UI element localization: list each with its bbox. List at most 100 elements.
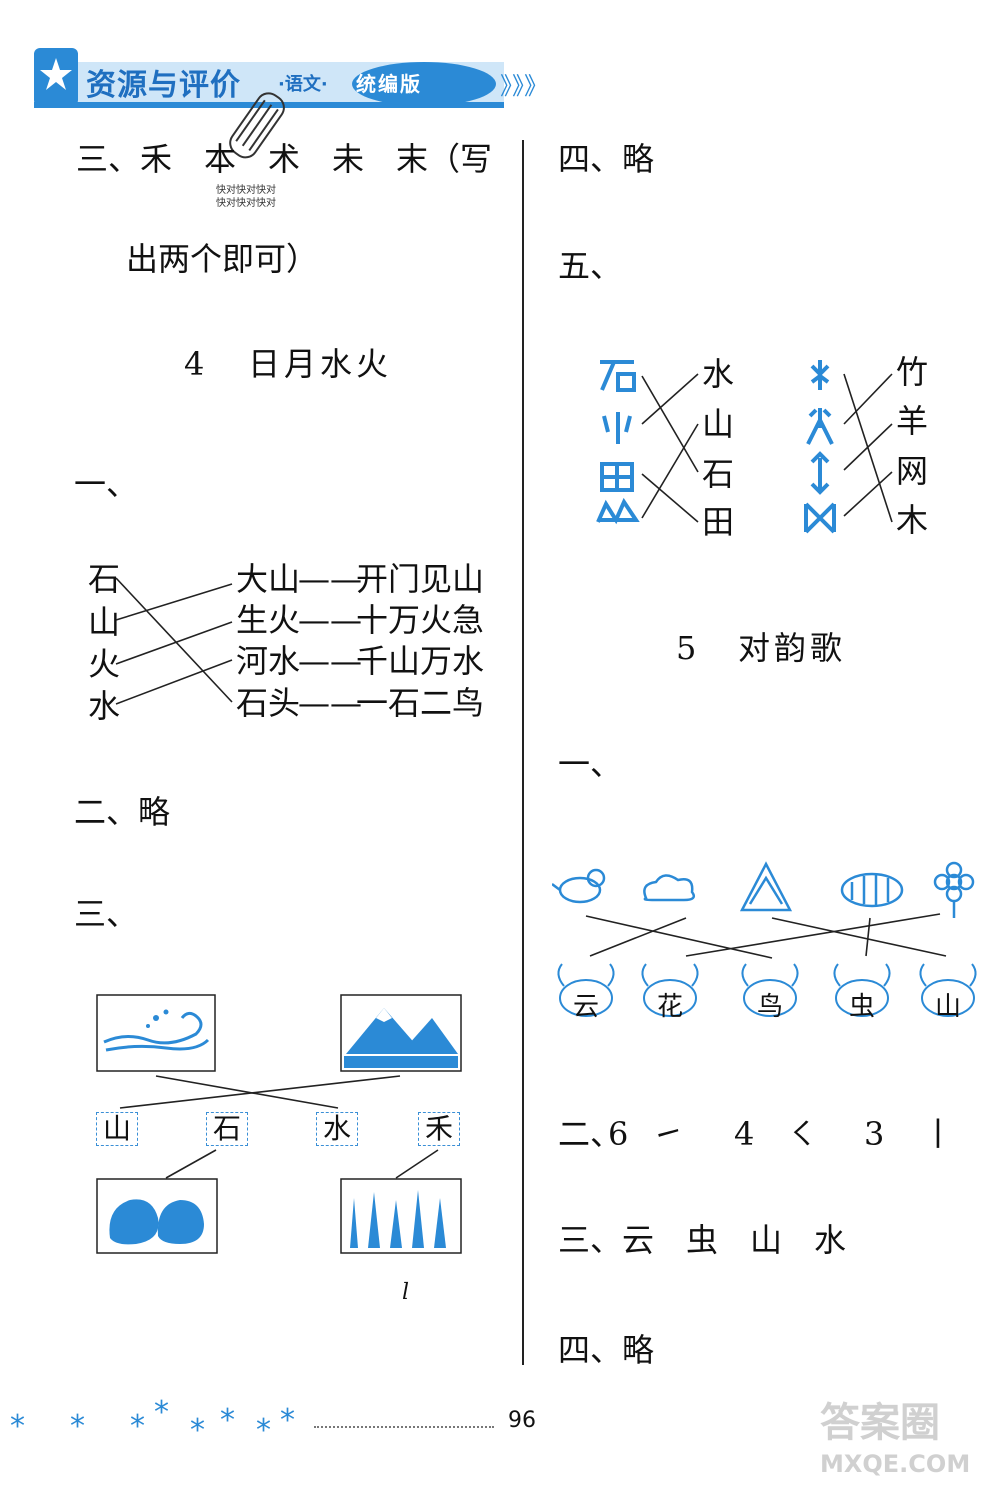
watermark-url: MXQE.COM: [820, 1450, 971, 1478]
q1-dash: ——: [298, 642, 362, 680]
q1-left-char: 山: [88, 603, 121, 641]
q1-idiom: 十万火急: [356, 601, 485, 639]
ancient-glyph-column-1: [596, 360, 640, 525]
match-line: [843, 373, 893, 425]
q2-count: 3: [864, 1115, 885, 1153]
q1-left-char: 石: [88, 560, 121, 598]
crab-icon: [741, 963, 799, 1017]
stamp-line-2: 快对快对快对: [216, 198, 276, 209]
q5-char-2: 羊: [896, 402, 929, 440]
svg-text:*: *: [280, 1403, 295, 1438]
crab-icon: [557, 963, 615, 1017]
left-q3-prev-line1: 三、禾 本 术 未 末（写: [76, 140, 493, 178]
svg-text:*: *: [220, 1403, 235, 1438]
q5-char-2: 竹: [896, 353, 929, 391]
header-title: 资源与评价: [86, 68, 241, 103]
match-line: [115, 659, 233, 705]
mountain-icon: [739, 861, 793, 912]
lesson5-number: 5: [676, 629, 701, 667]
left-q2: 二、略: [74, 793, 171, 831]
q2-count: 4: [734, 1115, 755, 1153]
header-arrows: 》》》: [500, 72, 548, 100]
q5-char-1: 石: [702, 455, 735, 493]
match-line: [641, 423, 699, 519]
svg-text:*: *: [130, 1409, 145, 1444]
match-line: [119, 1075, 401, 1109]
match-line: [685, 913, 941, 957]
grain-picture: [340, 1178, 462, 1254]
crab-icon: [919, 963, 977, 1017]
header-subject: ·语文·: [278, 74, 328, 95]
column-divider: [522, 140, 524, 1365]
lesson4-title: 日月水火: [248, 345, 393, 383]
watermark-text: 答案圈: [820, 1400, 940, 1446]
crab-char: 山: [935, 992, 962, 1022]
left-q1-label: 一、: [74, 465, 139, 503]
svg-text:*: *: [190, 1413, 205, 1446]
q1-dash: ——: [298, 560, 362, 598]
match-line: [865, 917, 871, 957]
svg-text:*: *: [70, 1409, 85, 1444]
match-line: [771, 917, 947, 957]
page-number: 96: [508, 1408, 536, 1433]
match-line: [395, 1149, 439, 1179]
crab-char: 花: [657, 992, 684, 1022]
match-line: [115, 577, 233, 703]
crab-char: 鸟: [757, 992, 784, 1022]
svg-text:*: *: [10, 1409, 25, 1444]
q1-picture-row: [552, 861, 975, 918]
q1-idiom: 开门见山: [356, 560, 485, 598]
crab-row: [557, 963, 977, 1017]
right-q2-label: 二、: [558, 1115, 623, 1153]
q1-dash: ——: [298, 684, 362, 722]
q1-left-char: 火: [88, 645, 121, 683]
match-line: [641, 375, 699, 473]
match-line: [165, 1149, 217, 1179]
cloud-icon: [643, 874, 695, 902]
q2-stroke: ㇛: [786, 1115, 819, 1153]
q1-left-char: 水: [88, 687, 121, 725]
match-line: [589, 917, 687, 957]
crab-char: 虫: [849, 992, 876, 1022]
flower-icon: [933, 861, 975, 918]
stray-mark: l: [402, 1280, 410, 1305]
q2-count: 6: [608, 1115, 629, 1153]
match-line: [641, 473, 699, 523]
match-line: [641, 373, 699, 425]
match-line: [843, 423, 893, 471]
stone-picture: [96, 1178, 218, 1254]
right-q1-label: 一、: [558, 745, 623, 783]
svg-text:*: *: [256, 1413, 271, 1446]
q3-char-box: 禾: [418, 1112, 461, 1146]
match-line: [843, 373, 893, 523]
crab-char: 云: [573, 992, 600, 1022]
q5-char-1: 田: [702, 503, 735, 541]
q5-char-2: 木: [896, 501, 929, 539]
right-q5-label: 五、: [558, 247, 623, 285]
right-q4-omitted: 四、略: [558, 1331, 655, 1369]
lesson4-number: 4: [184, 345, 209, 383]
q3-char-box: 山: [96, 1112, 139, 1146]
crab-icon: [833, 963, 891, 1017]
q1-dash: ——: [298, 601, 362, 639]
water-picture: [96, 994, 216, 1072]
header-edition: 统编版: [356, 72, 422, 96]
match-line: [115, 621, 233, 665]
crab-icon: [641, 963, 699, 1017]
mountain-picture: [340, 994, 462, 1072]
q1-word: 石头: [236, 684, 301, 722]
q5-char-2: 网: [896, 452, 929, 490]
svg-text:*: *: [154, 1396, 169, 1430]
q5-char-1: 山: [702, 405, 735, 443]
bird-icon: [552, 868, 606, 904]
stamp-line-1: 快对快对快对: [216, 185, 276, 196]
match-line: [843, 471, 893, 517]
footer-stars-decoration: * * * * * * * *: [10, 1396, 295, 1446]
right-q3: 三、云 虫 山 水: [558, 1221, 847, 1259]
match-line: [115, 583, 233, 621]
q3-char-box: 石: [206, 1112, 249, 1146]
q1-word: 大山: [236, 560, 301, 598]
q5-char-1: 水: [702, 355, 735, 393]
left-q3-prev-line2: 出两个即可）: [126, 240, 319, 278]
q1-word: 河水: [236, 642, 301, 680]
